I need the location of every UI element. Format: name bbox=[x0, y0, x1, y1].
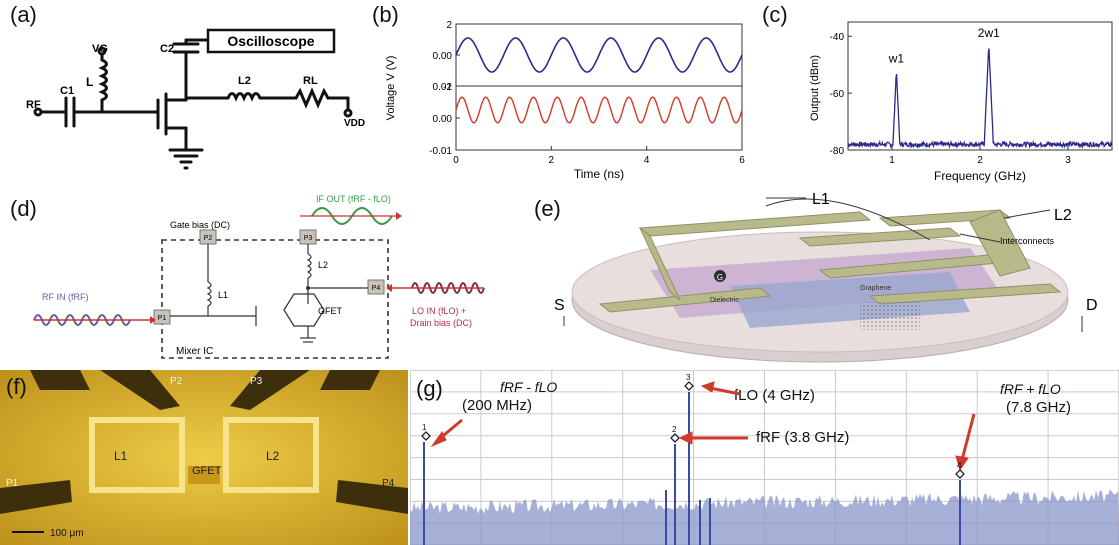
xlabel-b: Time (ns) bbox=[574, 167, 624, 181]
series-line-b-top bbox=[455, 37, 743, 73]
graphene-label: Graphene bbox=[860, 285, 891, 292]
d-label-e: D bbox=[1086, 297, 1098, 314]
panel-label-e: (e) bbox=[534, 196, 561, 221]
p4-label-d: P4 bbox=[372, 285, 381, 292]
device-schematic-e: G Dielectric Graphene L1 L2 Interconnect… bbox=[554, 192, 1098, 363]
oscilloscope-label: Oscilloscope bbox=[227, 33, 314, 49]
y-tick-label: 0.01 bbox=[433, 82, 453, 93]
l2-label-d: L2 bbox=[318, 260, 328, 270]
marker-1: 1 bbox=[422, 423, 427, 432]
chart-c: -80 -60 -40 1 2 3 w1 2w1 Frequency (GHz) Outp… bbox=[809, 21, 1113, 183]
y-tick-label: 0.00 bbox=[433, 51, 453, 62]
lo-in-label-2: Drain bias (DC) bbox=[410, 318, 472, 328]
x-tick-label: 0 bbox=[453, 155, 459, 166]
p3-label-d: P3 bbox=[304, 235, 313, 242]
p2-label-d: P2 bbox=[204, 235, 213, 242]
circuit-diagram-a: Oscilloscope VG L C2 C1 L2 RL RF VDD bbox=[26, 28, 365, 170]
marker-3: 3 bbox=[686, 373, 691, 382]
gfet-label-d: GFET bbox=[318, 306, 343, 316]
series-line-c bbox=[847, 48, 1113, 149]
vdd-label: VDD bbox=[344, 118, 365, 129]
y-tick-label: -0.01 bbox=[429, 146, 452, 157]
micrograph-f: L1 L2 GFET P2 P3 P1 P4 (f) 100 μm bbox=[0, 370, 408, 545]
rl-label: RL bbox=[303, 75, 318, 87]
y-tick-label: 2 bbox=[446, 20, 452, 31]
l2-label-f: L2 bbox=[266, 449, 280, 463]
y-tick-label: -60 bbox=[830, 89, 845, 100]
lo-in-label-1: LO IN (fLO) + bbox=[412, 306, 466, 316]
annotation-diff-value: (200 MHz) bbox=[462, 397, 532, 414]
panel-label-f: (f) bbox=[6, 374, 27, 399]
x-tick-label: 3 bbox=[1065, 155, 1071, 166]
y-tick-label: -2 bbox=[443, 82, 452, 93]
l1-label-f: L1 bbox=[114, 449, 128, 463]
s-label-e: S bbox=[554, 297, 565, 314]
mixer-ic-label: Mixer IC bbox=[176, 346, 213, 357]
l-label: L bbox=[86, 75, 93, 89]
annotation-lo: fLO (4 GHz) bbox=[734, 387, 815, 404]
x-tick-label: 4 bbox=[644, 155, 650, 166]
scale-bar-label: 100 μm bbox=[50, 528, 84, 539]
p1-label-d: P1 bbox=[158, 315, 167, 322]
p4-label-f: P4 bbox=[382, 478, 395, 489]
x-tick-label: 2 bbox=[977, 155, 983, 166]
panel-label-a: (a) bbox=[10, 2, 37, 27]
panel-label-c: (c) bbox=[762, 2, 788, 27]
x-tick-label: 2 bbox=[549, 155, 555, 166]
p2-label-f: P2 bbox=[170, 376, 183, 387]
panel-label-d: (d) bbox=[10, 196, 37, 221]
x-tick-label: 1 bbox=[889, 155, 895, 166]
rf-in-label: RF IN (fRF) bbox=[42, 292, 89, 302]
c2-label: C2 bbox=[160, 43, 174, 55]
vg-label: VG bbox=[92, 43, 108, 55]
annotation-sum: fRF + fLO bbox=[1000, 381, 1061, 397]
annotation-rf: fRF (3.8 GHz) bbox=[756, 429, 849, 446]
y-tick-label: -40 bbox=[830, 32, 845, 43]
x-tick-label: 6 bbox=[739, 155, 745, 166]
series-line-b-bottom bbox=[455, 96, 743, 124]
panel-label-g: (g) bbox=[416, 376, 443, 401]
l2-label: L2 bbox=[238, 75, 251, 87]
annotation-sum-value: (7.8 GHz) bbox=[1006, 399, 1071, 416]
rf-label: RF bbox=[26, 99, 41, 111]
annotation-diff: fRF - fLO bbox=[500, 379, 557, 395]
gate-bias-label: Gate bias (DC) bbox=[170, 220, 230, 230]
mixer-diagram-d: P2 P3 P1 P4 L1 L2 GFET Gate bias (DC) Mi… bbox=[33, 194, 485, 359]
if-out-label: IF OUT (fRF - fLO) bbox=[316, 194, 391, 204]
gfet-label-f: GFET bbox=[192, 465, 222, 477]
ylabel-b: Voltage V (V) bbox=[385, 56, 397, 121]
xlabel-c: Frequency (GHz) bbox=[934, 169, 1026, 183]
marker-4: 4 bbox=[957, 461, 962, 470]
y-tick-label: 0.00 bbox=[433, 114, 453, 125]
y-tick-label: -80 bbox=[830, 146, 845, 157]
p1-label-f: P1 bbox=[6, 478, 19, 489]
panel-label-b: (b) bbox=[372, 2, 399, 27]
marker-2: 2 bbox=[672, 425, 677, 434]
peak-label-w1: w1 bbox=[888, 51, 905, 65]
spectrum-g: (g) fRF - fLO (200 MHz) fLO (4 GHz) fRF … bbox=[410, 370, 1119, 545]
g-label-e: G bbox=[717, 273, 723, 282]
dielectric-label: Dielectric bbox=[710, 297, 739, 304]
p3-label-f: P3 bbox=[250, 376, 263, 387]
l2-label-e: L2 bbox=[1054, 207, 1072, 224]
interconnects-label: Interconnects bbox=[1000, 236, 1055, 246]
l1-label-d: L1 bbox=[218, 290, 228, 300]
peak-label-2w1: 2w1 bbox=[978, 26, 1000, 40]
ylabel-c: Output (dBm) bbox=[809, 55, 821, 121]
c1-label: C1 bbox=[60, 85, 74, 97]
l1-label-e: L1 bbox=[812, 192, 830, 208]
chart-b: -2 0.00 2 -0.01 0.00 0.01 0 2 4 6 Time (ns) Volt… bbox=[385, 20, 745, 181]
